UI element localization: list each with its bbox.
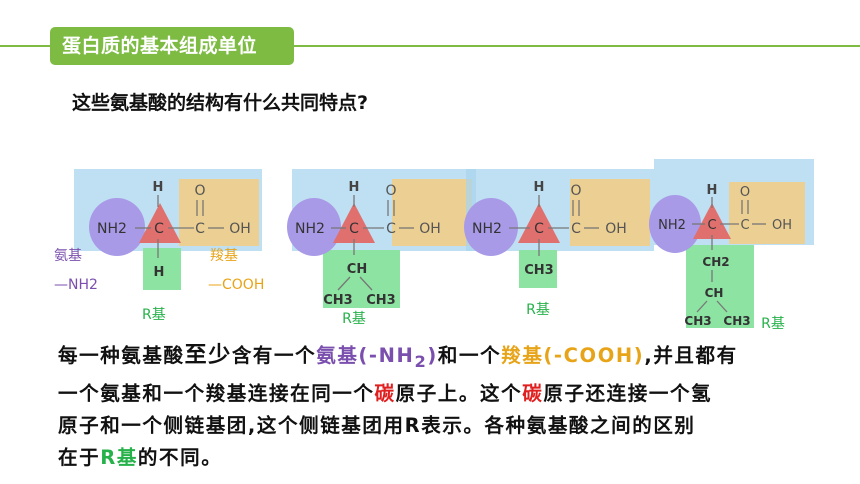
text-line: 原子和一个侧链基团,这个侧链基团用R表示。各种氨基酸之间的区别 <box>58 413 696 437</box>
amino-formula: —NH2 <box>54 277 98 293</box>
amino-group-circle <box>89 198 145 256</box>
amino-acid-structures: H NH2 C C O OH H 氨基 —NH2 羧基 —COOH R基 H N… <box>54 159 814 332</box>
question-text: 这些氨基酸的结构有什么共同特点? <box>72 92 369 114</box>
text-line: 一个氨基和一个羧基连接在同一个碳原子上。这个碳原子还连接一个氢 <box>58 378 808 410</box>
atom-ch3: CH3 <box>723 314 750 328</box>
alpha-carbon-triangle <box>518 203 560 243</box>
atom-h: H <box>153 180 164 195</box>
atom-nh2: NH2 <box>658 218 686 233</box>
text-span: 每一种氨基酸 <box>58 344 185 367</box>
carboxyl-formula: —COOH <box>208 277 264 293</box>
bond <box>696 300 708 313</box>
r-group-highlight <box>143 248 181 290</box>
r-group-label: R基 <box>761 315 785 332</box>
text-span: 在于 <box>58 445 101 469</box>
amino-label: 氨基 <box>54 247 82 264</box>
r-group-label: R基 <box>342 310 366 327</box>
explanation-paragraph: 每一种氨基酸至少含有一个氨基(-NH2)和一个羧基(-COOH),并且都有 一个… <box>58 340 808 474</box>
atom-nh2: NH2 <box>472 221 502 237</box>
atom-h: H <box>349 180 360 195</box>
text-span: 含有一个 <box>231 344 317 367</box>
bond <box>337 276 351 291</box>
atom-c: C <box>534 221 544 237</box>
r-group-highlight <box>519 250 557 288</box>
text-line: 每一种氨基酸至少含有一个氨基(-NH2)和一个羧基(-COOH),并且都有 <box>58 340 808 378</box>
amino-subscript: 2 <box>414 351 428 371</box>
text-span: 一个氨基和一个羧基连接在同一个 <box>58 381 375 405</box>
atom-h: H <box>534 180 545 195</box>
bond <box>716 300 728 313</box>
carboxyl-highlight <box>179 179 259 246</box>
atom-ch2: CH2 <box>702 255 729 269</box>
atom-o: O <box>385 183 396 199</box>
atom-nh2: NH2 <box>295 221 325 237</box>
atom-nh2: NH2 <box>97 221 127 237</box>
carboxyl-label: 羧基 <box>210 247 238 264</box>
atom-oh: OH <box>229 221 251 237</box>
atom-h: H <box>707 183 718 198</box>
text-span: 和一个 <box>437 344 502 367</box>
alpha-carbon-triangle <box>139 203 181 243</box>
carboxyl-highlight <box>392 179 472 246</box>
atom-h: H <box>154 265 165 280</box>
atom-ch: CH <box>347 262 367 277</box>
text-span: 的不同。 <box>137 445 223 469</box>
atom-oh: OH <box>772 218 792 233</box>
text-span: ,并且都有 <box>644 344 738 367</box>
header-divider <box>0 45 860 47</box>
atom-c: C <box>571 221 581 237</box>
atom-c: C <box>349 221 359 237</box>
section-title: 蛋白质的基本组成单位 <box>50 27 294 65</box>
atom-c: C <box>154 221 164 237</box>
atom-c: C <box>195 221 205 237</box>
carboxyl-highlight <box>570 179 650 246</box>
atom-ch3: CH3 <box>684 314 711 328</box>
amino-term-close: ) <box>427 344 438 367</box>
bond <box>359 276 373 291</box>
atom-ch3: CH3 <box>323 293 352 308</box>
alpha-carbon-triangle <box>333 203 375 243</box>
atom-c: C <box>707 218 716 233</box>
atom-o: O <box>740 185 750 200</box>
emphasis-at-least: 至少 <box>184 343 232 368</box>
atom-oh: OH <box>419 221 441 237</box>
alpha-carbon-triangle <box>693 203 731 239</box>
carbon-term: 碳 <box>522 381 544 405</box>
atom-ch3: CH3 <box>366 293 395 308</box>
r-group-highlight <box>686 245 754 328</box>
molecule-valine: H NH2 C C O OH CH CH3 CH3 R基 <box>287 169 476 327</box>
amino-group-circle <box>287 198 341 256</box>
text-line: 在于R基的不同。 <box>58 442 808 474</box>
atom-oh: OH <box>605 221 627 237</box>
r-group-label: R基 <box>526 301 550 318</box>
molecule-alanine: H NH2 C C O OH CH3 R基 <box>464 169 654 318</box>
molecule-glycine: H NH2 C C O OH H 氨基 —NH2 羧基 —COOH R基 <box>54 169 264 323</box>
molecule-leucine: H NH2 C C O OH CH2 CH CH3 CH3 R基 <box>649 159 814 332</box>
carboxyl-term: 羧基(-COOH) <box>501 344 645 367</box>
r-group-label: R基 <box>142 306 166 323</box>
amino-term: 氨基(-NH <box>316 344 415 367</box>
amino-group-circle <box>464 198 518 256</box>
carbon-term: 碳 <box>374 381 396 405</box>
atom-o: O <box>194 183 205 199</box>
atom-c: C <box>740 218 749 233</box>
atom-o: O <box>570 183 581 199</box>
r-group-term: R基 <box>100 445 138 469</box>
text-span: 原子还连接一个氢 <box>543 381 713 405</box>
text-span: 原子上。这个 <box>395 381 523 405</box>
atom-ch3: CH3 <box>524 263 553 278</box>
atom-ch: CH <box>705 286 724 300</box>
atom-c: C <box>386 221 396 237</box>
amino-group-circle <box>649 195 701 253</box>
